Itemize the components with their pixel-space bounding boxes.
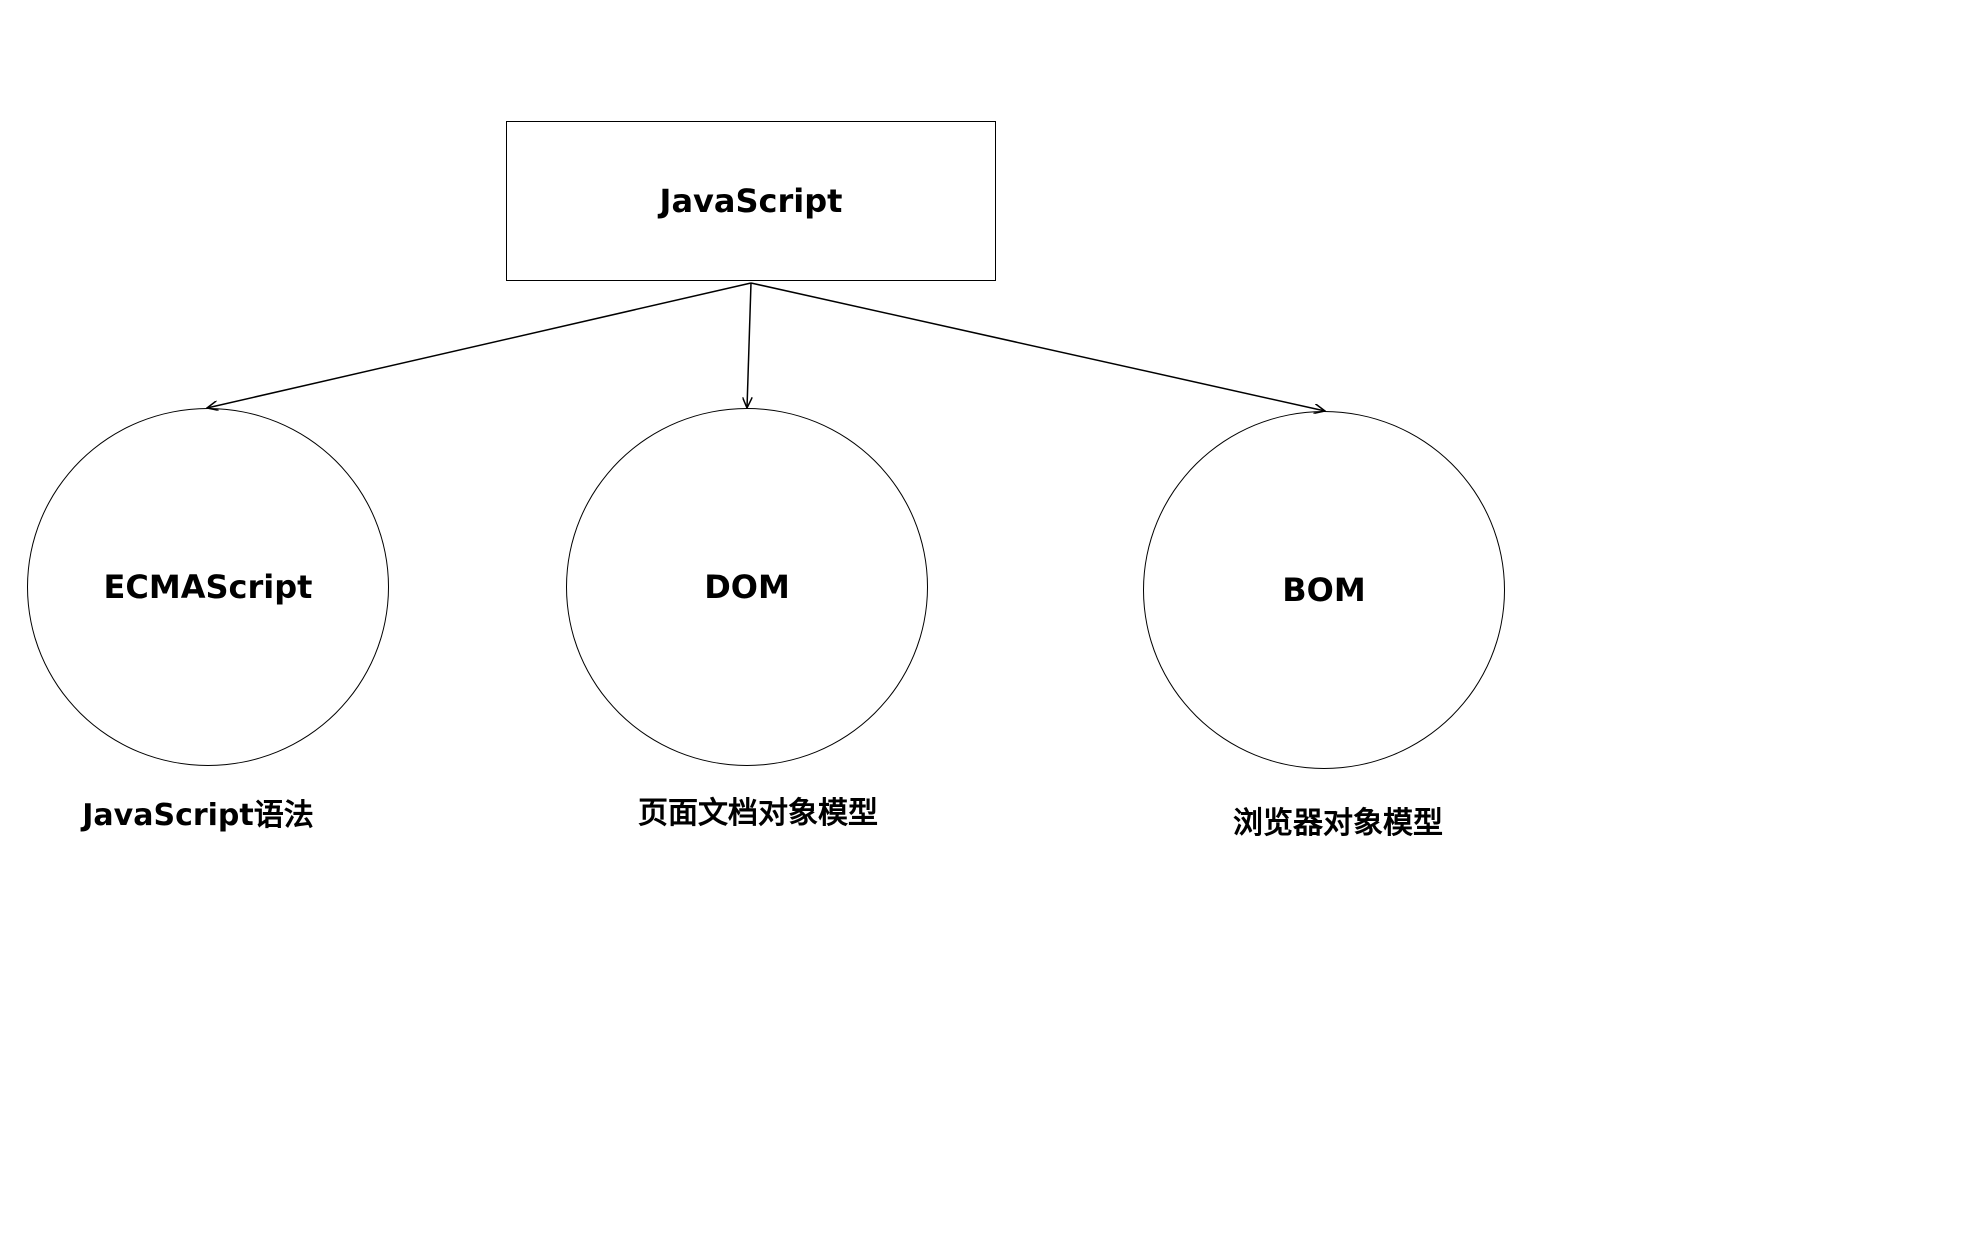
connector-layer [0, 282, 1552, 986]
arrow-to-ecmascript [207, 282, 752, 408]
root-node-label: JavaScript [659, 182, 843, 220]
caption-bom: 浏览器对象模型 [1233, 806, 1443, 841]
arrow-to-bom [750, 282, 1325, 411]
node-ecmascript: ECMAScript [27, 408, 389, 766]
node-dom: DOM [566, 408, 928, 766]
arrow-to-dom [747, 282, 751, 408]
node-bom-label: BOM [1282, 571, 1366, 609]
caption-dom: 页面文档对象模型 [638, 796, 878, 831]
root-node-javascript: JavaScript [506, 121, 996, 281]
diagram-canvas: JavaScript ECMAScript DOM BOM JavaScript… [0, 121, 1552, 986]
node-bom: BOM [1143, 411, 1505, 769]
caption-ecmascript: JavaScript语法 [82, 798, 314, 833]
node-dom-label: DOM [704, 568, 790, 606]
node-ecmascript-label: ECMAScript [103, 568, 313, 606]
